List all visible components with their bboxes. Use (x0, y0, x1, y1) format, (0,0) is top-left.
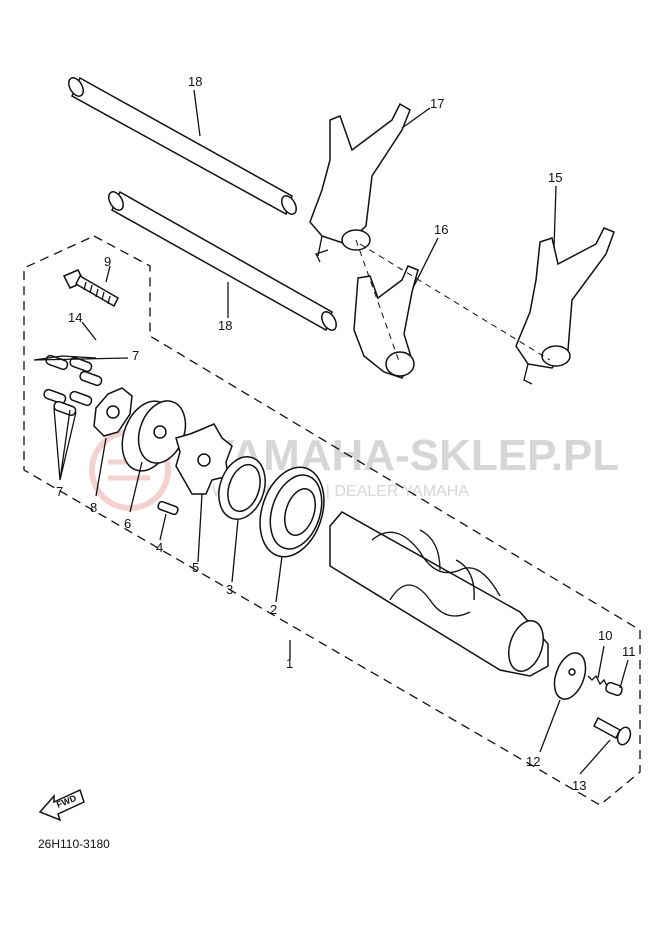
pin-11 (605, 681, 623, 697)
star-plate-5 (175, 423, 233, 495)
callout-6: 6 (124, 516, 131, 531)
bearing-2 (259, 466, 325, 558)
callout-15: 15 (548, 170, 562, 185)
diagram-code: 26H110-3180 (38, 837, 110, 851)
pin-4 (157, 500, 179, 516)
callout-12: 12 (526, 754, 540, 769)
callout-11: 11 (622, 644, 636, 659)
callout-7-upper: 7 (132, 348, 139, 363)
watermark-title: YAMAHA-SKLEP.PL (206, 431, 619, 480)
callout-17: 17 (430, 96, 444, 111)
guide-bar-upper (68, 76, 297, 216)
callout-8: 8 (90, 500, 97, 515)
fork-axis-line (355, 239, 551, 365)
callout-18-lower: 18 (218, 318, 232, 333)
callout-3: 3 (226, 582, 233, 597)
callout-18-upper: 18 (188, 74, 202, 89)
plate-12 (553, 652, 587, 700)
dowel-pins-7 (43, 354, 103, 417)
screw-13 (593, 716, 632, 746)
screw-9 (62, 269, 119, 308)
segment-8 (93, 387, 133, 437)
callouts: 18 17 18 16 15 9 14 7 7 8 6 4 5 3 2 1 10… (56, 74, 636, 793)
callout-1: 1 (286, 656, 293, 671)
segment-6 (121, 400, 187, 472)
shift-fork-17 (309, 102, 411, 263)
callout-9: 9 (104, 254, 111, 269)
shift-fork-16 (353, 265, 419, 379)
callout-13: 13 (572, 778, 586, 793)
assembly-boundary (23, 235, 641, 806)
spring-10 (587, 674, 609, 689)
circlip-3 (218, 456, 266, 520)
callout-14: 14 (68, 310, 82, 325)
guide-bar-lower (108, 190, 337, 332)
callout-5: 5 (192, 560, 199, 575)
callout-7-lower: 7 (56, 484, 63, 499)
callout-10: 10 (598, 628, 612, 643)
callout-4: 4 (156, 540, 163, 555)
shift-fork-15 (515, 227, 615, 385)
callout-16: 16 (434, 222, 448, 237)
watermark: YAMAHA-SKLEP.PL WOJAREWICZ | DEALER YAMA… (89, 429, 619, 511)
shift-drum-1 (329, 511, 549, 677)
fwd-arrow-icon: FWD (38, 788, 85, 822)
callout-2: 2 (270, 602, 277, 617)
leader-lines (33, 89, 629, 775)
